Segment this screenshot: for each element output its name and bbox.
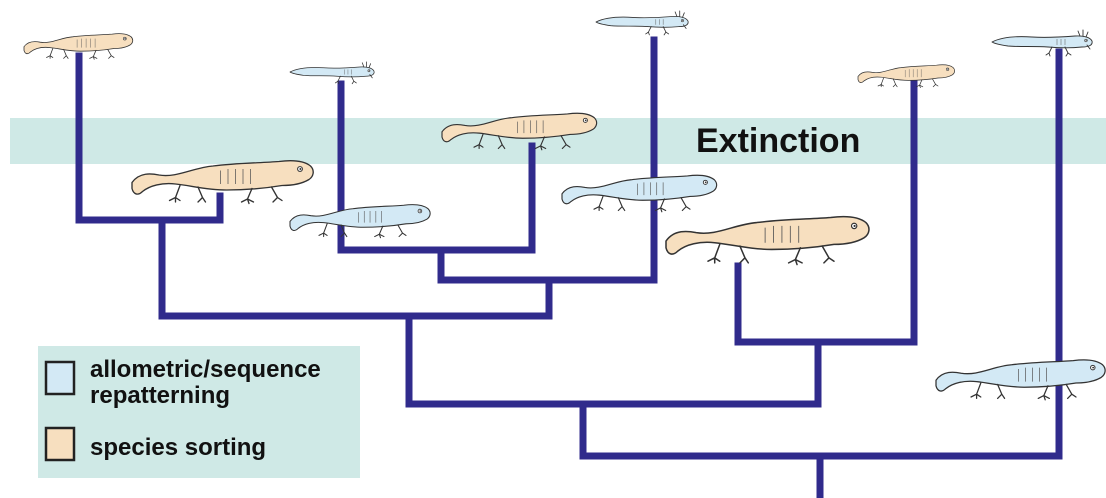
salamander-tip-4 [857, 64, 956, 88]
salamander-icon [857, 64, 956, 88]
salamander-icon [665, 215, 870, 266]
extinction-label: Extinction [696, 122, 860, 160]
salamander-icon [289, 204, 431, 239]
salamander-node-b [289, 204, 431, 239]
salamander-icon [561, 174, 718, 213]
phylogenetic-tree [75, 36, 1063, 498]
axolotl-icon [991, 29, 1093, 57]
legend-swatch-repatterning [44, 360, 76, 396]
salamander-icon [935, 359, 1106, 401]
salamander-node-e [665, 215, 870, 266]
branch-clade-1 [75, 52, 224, 224]
branch-clade-4 [158, 216, 553, 320]
salamander-node-d [561, 174, 718, 213]
branch-clade-5 [734, 74, 918, 346]
legend-label-species-sorting: species sorting [90, 434, 266, 461]
legend-label-repatterning-line1: allometric/sequence [90, 356, 321, 383]
legend: allometric/sequence repatterning species… [38, 346, 360, 478]
salamander-node-f [935, 359, 1106, 401]
branch-clade-2 [337, 80, 536, 254]
salamander-tip-3 [595, 10, 689, 36]
salamander-tip-5 [991, 29, 1093, 57]
salamander-tip-2 [289, 61, 375, 85]
legend-background [38, 346, 360, 478]
legend-label-repatterning-line2: repatterning [90, 382, 230, 409]
axolotl-icon [595, 10, 689, 36]
branch-clade-6 [405, 312, 822, 408]
axolotl-icon [289, 61, 375, 85]
legend-swatch-species-sorting [44, 426, 76, 462]
